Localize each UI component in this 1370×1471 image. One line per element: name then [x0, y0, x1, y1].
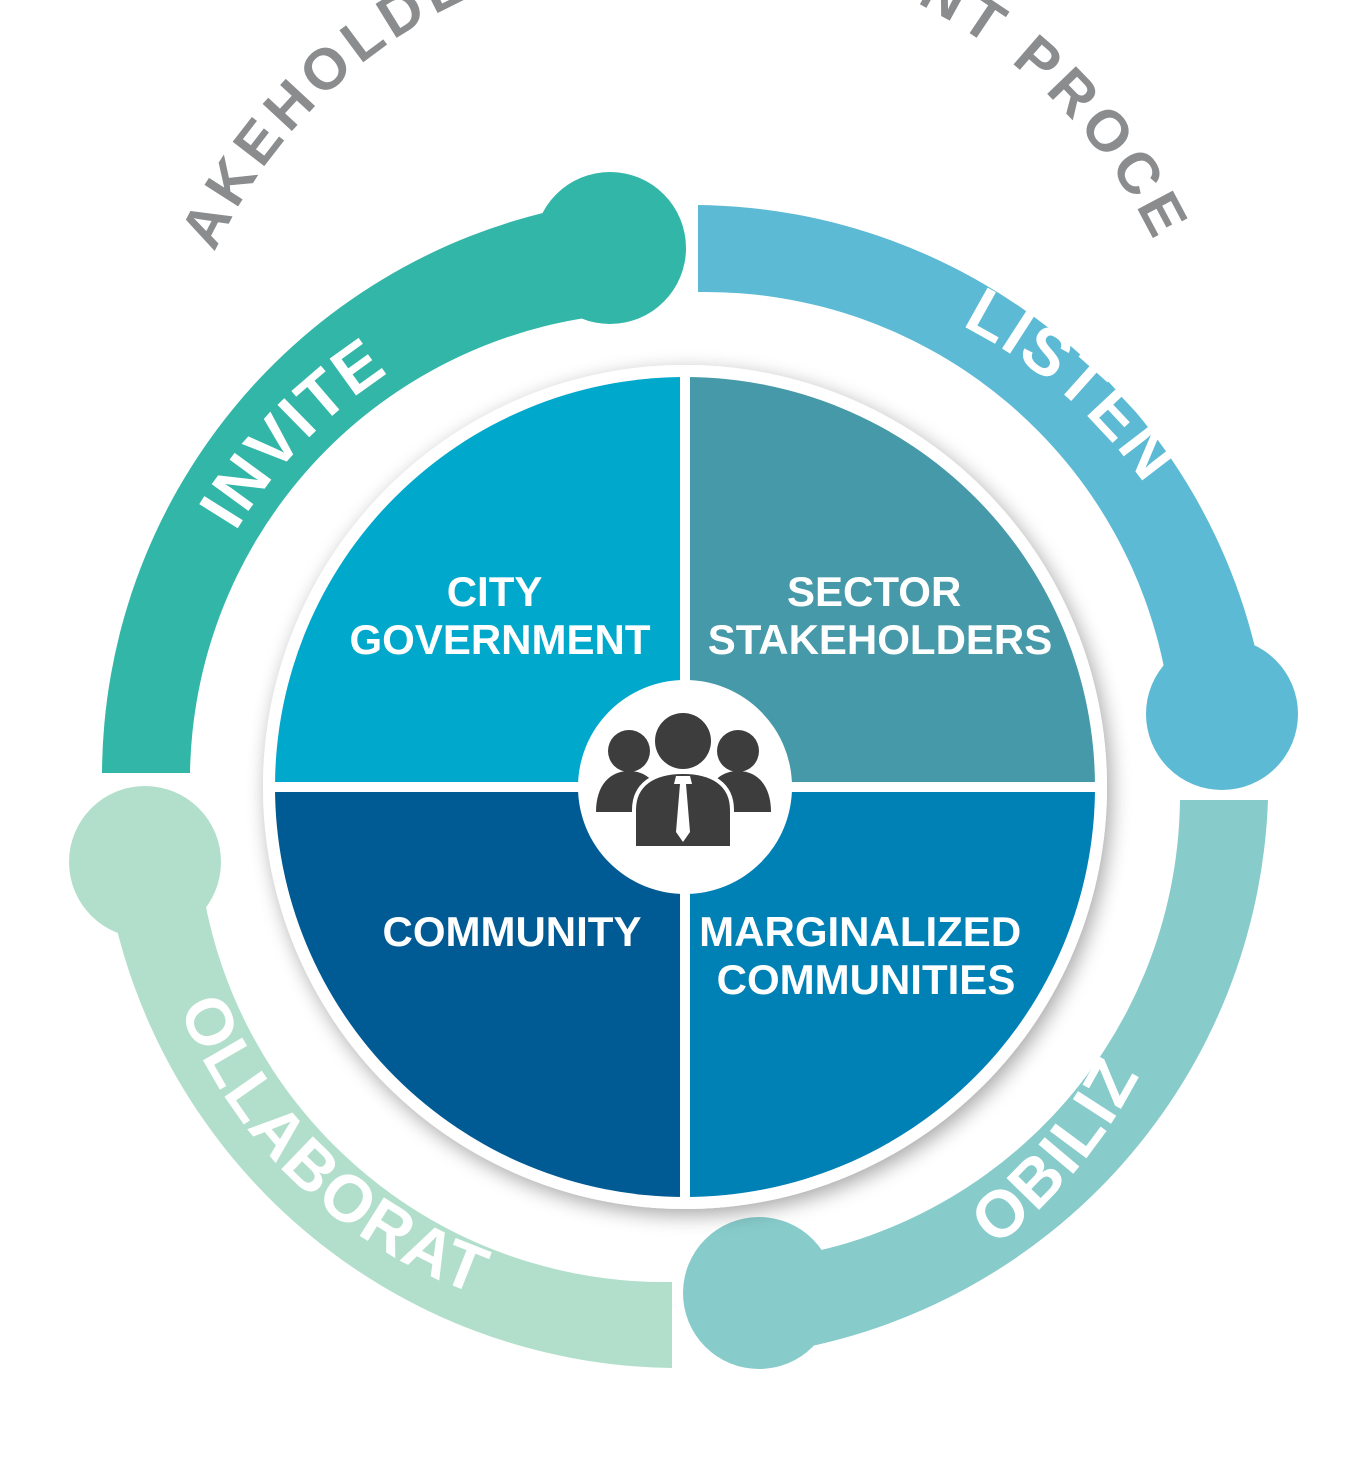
label-city-government: CITY GOVERNMENT — [349, 568, 650, 663]
label-sector-stakeholders: SECTOR STAKEHOLDERS — [708, 568, 1053, 663]
label-marginalized-communities: MARGINALIZED COMMUNITIES — [699, 908, 1033, 1003]
invite-arc — [102, 208, 585, 773]
process-ring — [69, 172, 1298, 1369]
listen-arc-knob — [1146, 638, 1298, 790]
collaborate-arc-knob — [69, 786, 221, 938]
mobilize-arc-knob — [683, 1217, 835, 1369]
label-community: COMMUNITY — [383, 908, 642, 955]
people-group-icon — [596, 713, 771, 850]
invite-arc-knob — [534, 172, 686, 324]
